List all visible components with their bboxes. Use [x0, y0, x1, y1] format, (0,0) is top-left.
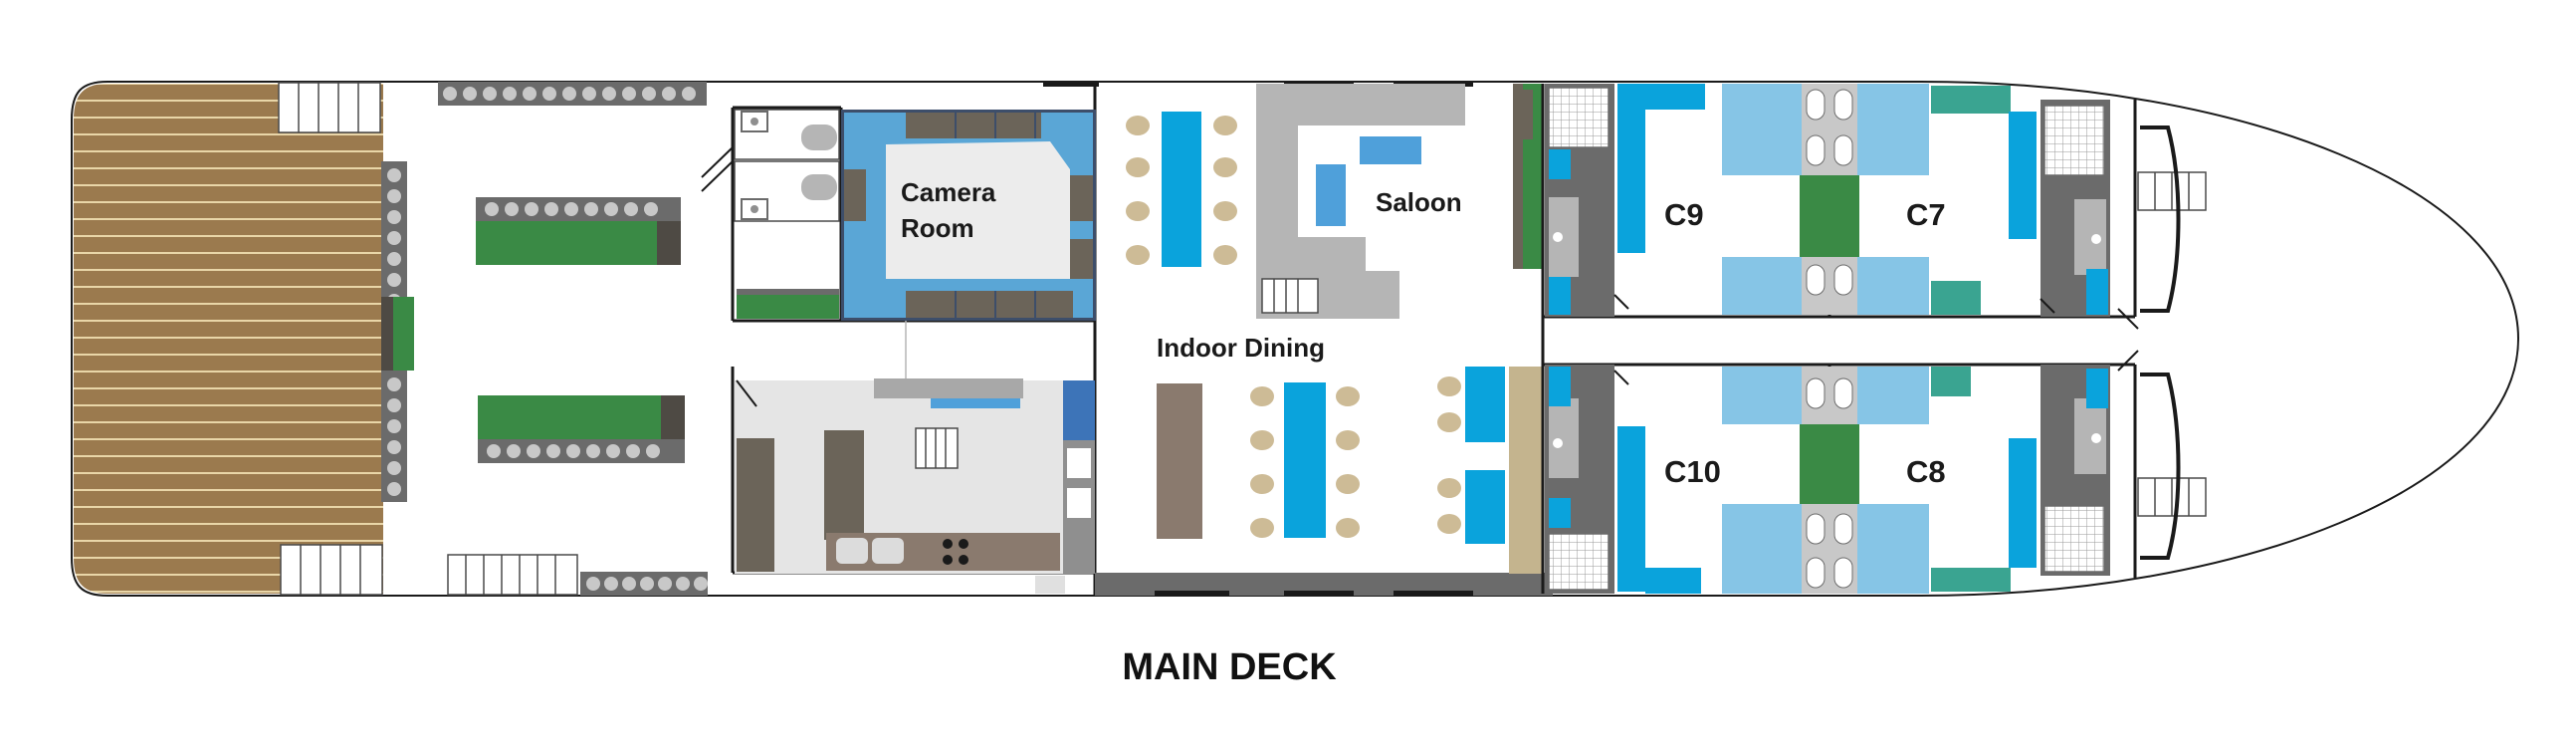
seat-dot [584, 202, 598, 216]
corridor-doors [1613, 294, 2139, 385]
seat-dot [662, 87, 676, 101]
camera-room-label-line1: Camera [901, 177, 996, 207]
aft-steps-bottom [280, 544, 383, 596]
seat-dot [564, 202, 578, 216]
seat-dot [658, 577, 672, 591]
seat-dot [624, 202, 638, 216]
outdoor-bench-lower [478, 395, 685, 463]
cabin-c10-furniture [1617, 367, 1829, 594]
dining-table-upper [1126, 112, 1237, 267]
deck-title: MAIN DECK [1122, 646, 1337, 688]
cabin-c8-furniture [1829, 367, 2037, 594]
seat-dot [626, 444, 640, 458]
seat-dot [487, 444, 501, 458]
buffet-table [1157, 383, 1202, 539]
seat-dot [606, 444, 620, 458]
side-bench-vertical [381, 161, 414, 502]
seat-dot [387, 419, 401, 433]
camera-room-label-line2: Room [901, 213, 974, 243]
seat-dot [582, 87, 596, 101]
seat-dot [483, 87, 497, 101]
bow-rails [2140, 125, 2181, 560]
aft-door-swing [701, 146, 734, 192]
seat-dot [622, 577, 636, 591]
seat-dot [387, 168, 401, 182]
seat-dot [525, 202, 538, 216]
seat-dot [682, 87, 696, 101]
seat-dot [387, 210, 401, 224]
cabin-c9-label: C9 [1664, 197, 1704, 232]
seat-dot [604, 202, 618, 216]
seat-dot [676, 577, 690, 591]
seat-dot [507, 444, 521, 458]
bathroom-c9 [1545, 84, 1614, 317]
seat-dot [387, 231, 401, 245]
dining-booth-seating [1437, 367, 1543, 574]
seat-dot [503, 87, 517, 101]
seat-dot [505, 202, 519, 216]
seat-dot [640, 577, 654, 591]
seat-dot [523, 87, 537, 101]
bathroom-c7 [2040, 100, 2110, 317]
seat-dot [443, 87, 457, 101]
seat-dot [566, 444, 580, 458]
seat-dot [644, 202, 658, 216]
saloon-label: Saloon [1376, 187, 1462, 217]
bow-steps-upper [2137, 171, 2207, 211]
aft-wooden-deck [74, 84, 383, 594]
seat-dot [586, 444, 600, 458]
seat-dot [694, 577, 708, 591]
cabin-c7-label: C7 [1906, 197, 1946, 232]
seat-dot [387, 461, 401, 475]
indoor-dining-label: Indoor Dining [1157, 333, 1325, 363]
toilet-block [734, 109, 840, 319]
seat-dot [485, 202, 499, 216]
cabin-c8-label: C8 [1906, 454, 1946, 489]
bow-steps-lower [2137, 477, 2207, 517]
seat-dot [546, 444, 560, 458]
seat-dot [642, 87, 656, 101]
galley [735, 321, 1095, 594]
seat-dot [602, 87, 616, 101]
railing-seats-top [438, 82, 707, 106]
seat-dot [604, 577, 618, 591]
outdoor-bench-upper [476, 197, 681, 265]
seat-dot [387, 252, 401, 266]
seat-dot [387, 440, 401, 454]
hull-outline [71, 81, 2520, 597]
seat-dot [387, 377, 401, 391]
aft-steps-top [278, 82, 381, 133]
bathroom-c10 [1545, 365, 1614, 594]
saloon: Saloon [1256, 84, 1543, 319]
side-steps-bottom [447, 554, 578, 596]
seat-dot [527, 444, 540, 458]
railing-seats-bottom [580, 572, 708, 596]
seat-dot [622, 87, 636, 101]
cabin-c10-label: C10 [1664, 454, 1721, 489]
cabin-c9-furniture [1617, 84, 1829, 315]
seat-dot [544, 202, 558, 216]
seat-dot [387, 398, 401, 412]
seat-dot [387, 189, 401, 203]
bathroom-c8 [2040, 365, 2110, 576]
seat-dot [586, 577, 600, 591]
cabin-c7-furniture [1829, 84, 2037, 315]
seat-dot [463, 87, 477, 101]
seat-dot [562, 87, 576, 101]
seat-dot [387, 482, 401, 496]
seat-dot [542, 87, 556, 101]
seat-dot [646, 444, 660, 458]
camera-room: Camera Room [841, 110, 1096, 321]
seat-dot [387, 273, 401, 287]
dining-table-lower [1250, 382, 1360, 538]
